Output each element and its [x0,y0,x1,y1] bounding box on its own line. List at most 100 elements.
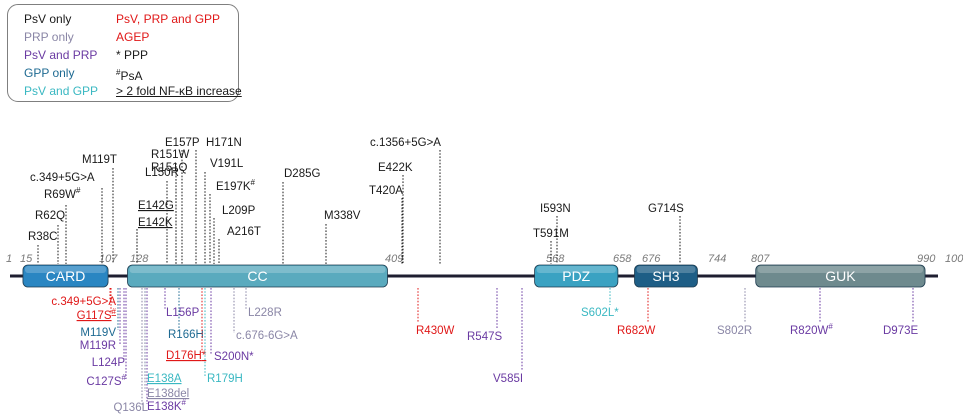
variant-below-m119r: M119R [80,288,121,352]
variant-label: E197K# [216,178,256,193]
variant-label: R151Q [151,162,187,174]
variant-label: c.676-6G>A [236,330,298,342]
variant-above-c-349-5g-a: c.349+5G>A [30,172,103,264]
variant-label: R820W# [790,322,833,337]
legend-left-0: PsV only [24,12,72,26]
variant-above-e197k: E197K# [209,178,256,264]
residue-label-676: 676 [642,253,661,265]
residue-label-15: 15 [20,253,33,265]
variant-above-t420a: T420A [369,185,403,264]
domain-box [22,264,109,288]
variant-label: A216T [227,226,261,238]
variant-label: D285G [284,168,320,180]
variant-label: C127S# [86,373,126,388]
domain-label: GUK [825,268,856,284]
variant-label: E138del [147,388,189,400]
variant-above-l209p: L209P [213,205,256,264]
variant-label: M119V [80,327,116,339]
variant-label: L124P [92,357,126,369]
legend-left-3: GPP only [24,66,75,80]
domain-highlight [24,266,107,273]
variant-label: E157P [165,137,200,149]
variant-label: R166H [168,329,204,341]
variant-below-q136l: Q136L [113,288,149,414]
variant-label: E138K# [147,398,187,413]
variant-label: R682W [617,325,655,337]
domain-label: CC [247,268,267,284]
variant-above-d285g: D285G [282,168,320,264]
variant-label: M119T [82,154,117,166]
variant-label: R547S [467,331,502,343]
residue-label-409: 409 [385,253,403,265]
variant-above-h171n: H171N [195,137,242,264]
domain-highlight [536,266,616,273]
legend-right-2: * PPP [116,48,149,62]
variant-above-m119t: M119T [82,154,117,264]
residue-label-990: 990 [917,253,936,265]
variant-below-l124p: L124P [92,288,126,369]
domain-guk: GUK [755,264,926,288]
variant-below-r547s: R547S [467,288,502,343]
variant-above-a216t: A216T [218,226,261,264]
variant-below-r166h: R166H [168,288,204,341]
domain-label: CARD [46,268,86,284]
variant-above-v191l: V191L [204,158,244,264]
variant-above-e157p: E157P [165,137,200,264]
residue-label-128: 128 [130,253,149,265]
variant-below-e138k: E138K# [146,288,187,413]
variant-label: S200N* [214,351,254,363]
variant-below-e138del: E138del [144,288,189,400]
variant-label: E422K [378,162,413,174]
variant-above-e142g: E142G [136,200,174,264]
variant-label: I593N [540,203,571,215]
variant-below-g117s: G117S# [77,288,117,322]
variant-below-r820w: R820W# [790,288,833,337]
residue-label-744: 744 [708,253,726,265]
variant-below-d973e: D973E [883,288,918,337]
domain-highlight [129,266,386,273]
legend-right-3: #PsA [116,68,143,83]
variant-label: L209P [222,205,256,217]
variant-label: G714S [648,203,684,215]
variant-above-l150r: L150R [145,167,179,264]
variant-label: L156P [166,307,200,319]
variant-above-t591m: T591M [533,228,569,264]
variant-label: E142K [138,217,173,229]
variant-below-r179h: R179H [204,288,243,385]
variant-label: c.349+5G>A [51,296,116,308]
variant-below-l156p: L156P [164,288,200,319]
domain-box [127,264,388,288]
variant-below-c-676-6g-a: c.676-6G>A [233,288,298,342]
variant-label: Q136L [113,402,148,414]
legend-left-4: PsV and GPP [24,84,99,98]
variant-label: V191L [210,158,244,170]
legend-right-0: PsV, PRP and GPP [116,12,221,26]
residue-label-658: 658 [613,253,632,265]
variant-below-s602l-: S602L* [581,288,619,319]
variant-label: R151W [151,149,189,161]
variant-label: R179H [207,373,243,385]
variant-below-e138a: E138A [144,288,182,385]
variant-above-r151q: R151Q [151,162,187,264]
variant-label: E142G [138,200,174,212]
legend-left-2: PsV and PRP [24,48,98,62]
variant-label: R38C [28,231,57,243]
variant-label: D973E [883,325,918,337]
variant-label: G117S# [77,307,117,322]
variant-above-r38c: R38C [28,231,57,264]
variant-below-r430w: R430W [416,288,454,337]
variant-label: c.1356+5G>A [370,137,441,149]
variant-label: V585I [493,373,523,385]
legend-left-1: PRP only [24,30,74,44]
domain-box [634,264,698,288]
variant-above-e422k: E422K [378,162,413,264]
variant-below-l228r: L228R [245,288,282,319]
residue-label-1004: 1004 [945,253,963,265]
variant-label: D176H* [166,350,207,362]
variant-above-i593n: I593N [540,203,571,264]
domain-highlight [636,266,696,273]
legend-right-4: > 2 fold NF-κB increase [116,84,242,98]
variant-label: c.349+5G>A [30,172,95,184]
legend-right-1: AGEP [116,30,150,44]
residue-label-568: 568 [546,253,565,265]
